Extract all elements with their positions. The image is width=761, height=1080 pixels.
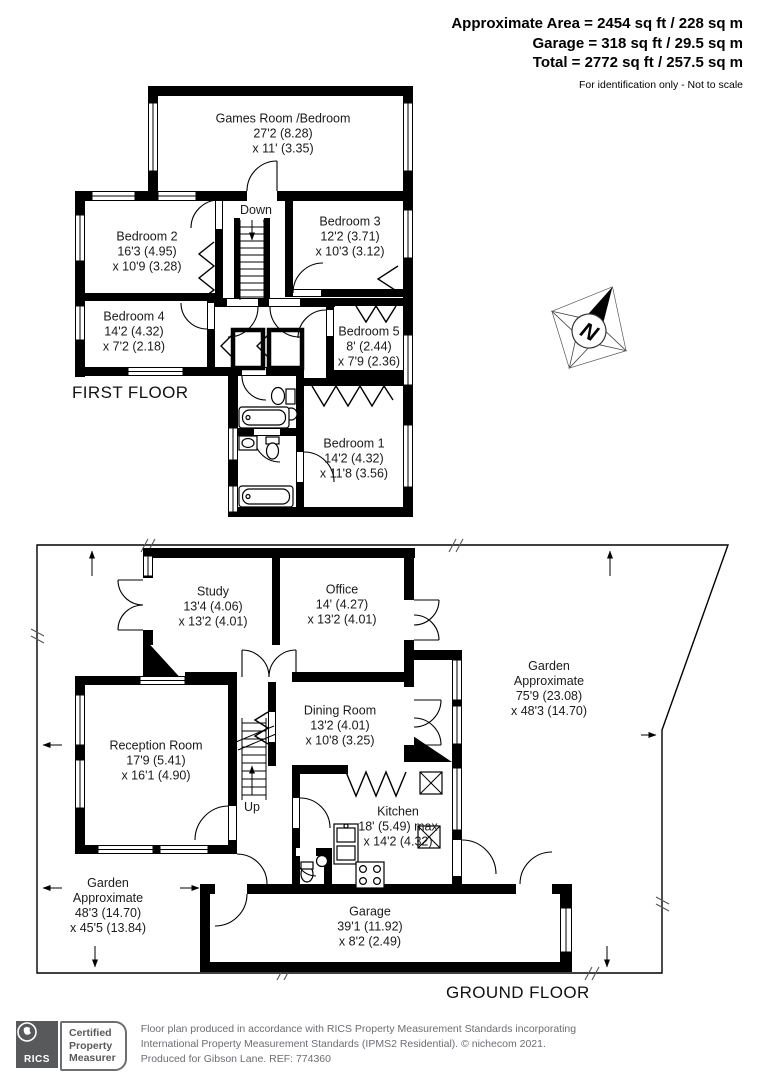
room-label-bedroom-2: Bedroom 2 16'3 (4.95) x 10'9 (3.28)	[112, 229, 182, 274]
dimension-arrows	[42, 550, 657, 968]
bay-window-zigzag	[345, 770, 407, 798]
room-label-bedroom-1: Bedroom 1 14'2 (4.32) x 11'8 (3.56)	[319, 436, 389, 481]
room-label-reception-room: Reception Room 17'9 (5.41) x 16'1 (4.90)	[109, 738, 203, 783]
rics-crest-icon	[17, 1022, 37, 1042]
ground-floor-plan	[30, 538, 729, 981]
wardrobe-zigzag	[197, 241, 216, 299]
bathroom-fixtures	[238, 386, 298, 508]
area-summary: Approximate Area = 2454 sq ft / 228 sq m…	[451, 14, 743, 95]
closet	[266, 327, 305, 371]
stairs-up-label: Up	[244, 800, 260, 814]
room-label-bedroom-4: Bedroom 4 14'2 (4.32) x 7'2 (2.18)	[102, 309, 166, 354]
sink-icon	[315, 854, 329, 868]
ground-floor-doors	[117, 579, 553, 927]
room-label-dining-room: Dining Room 13'2 (4.01) x 10'8 (3.25)	[303, 703, 377, 748]
ground-floor-label: GROUND FLOOR	[446, 983, 590, 1002]
approximate-area: Approximate Area = 2454 sq ft / 228 sq m	[451, 15, 743, 32]
first-floor-plan	[75, 86, 413, 517]
room-label-study: Study 13'4 (4.06) x 13'2 (4.01)	[178, 584, 248, 629]
plot-boundary	[36, 544, 729, 974]
compass-rose	[550, 286, 628, 370]
room-label-office: Office 14' (4.27) x 13'2 (4.01)	[307, 582, 377, 627]
wall-wedge	[404, 730, 452, 762]
total-area: Total = 2772 sq ft / 257.5 sq m	[532, 54, 743, 71]
skylight-icon	[417, 771, 443, 849]
footer-text: Floor plan produced in accordance with R…	[140, 1023, 577, 1065]
room-label-garage: Garage 39'1 (11.92) x 8'2 (2.49)	[337, 904, 403, 949]
garage-area: Garage = 318 sq ft / 29.5 sq m	[532, 34, 743, 52]
ground-floor-windows	[75, 555, 572, 953]
room-label-kitchen: Kitchen 18' (5.49) max x 14'2 (4.32)	[358, 804, 438, 849]
label-garden-right: Garden Approximate 75'9 (23.08) x 48'3 (…	[510, 659, 588, 718]
first-floor-windows	[75, 102, 413, 513]
toilet-icon	[285, 388, 296, 405]
footer: RICS Certified Property Measurer Floor p…	[16, 1021, 576, 1071]
wardrobe-zigzag	[355, 304, 397, 324]
room-label-games-room: Games Room /Bedroom 27'2 (8.28) x 11' (3…	[215, 111, 351, 156]
room-label-bedroom-3: Bedroom 3 12'2 (3.71) x 10'3 (3.12)	[315, 214, 385, 259]
rics-logo: RICS	[16, 1021, 58, 1068]
wardrobe-zigzag	[376, 265, 399, 293]
stairs-down	[239, 218, 269, 300]
room-label-bedroom-5: Bedroom 5 8' (2.44) x 7'9 (2.36)	[337, 324, 401, 369]
disclaimer: For identification only - Not to scale	[579, 78, 743, 91]
stairs-up	[235, 718, 277, 800]
first-floor-label: FIRST FLOOR	[72, 383, 189, 402]
wardrobe-zigzag	[311, 384, 394, 408]
certified-property-measurer-badge: Certified Property Measurer	[60, 1021, 127, 1071]
stove-icon	[355, 861, 385, 889]
stairs-down-label: Down	[240, 203, 272, 217]
label-garden-left: Garden Approximate 48'3 (14.70) x 45'5 (…	[69, 876, 147, 935]
chimney-wedge	[143, 637, 185, 683]
